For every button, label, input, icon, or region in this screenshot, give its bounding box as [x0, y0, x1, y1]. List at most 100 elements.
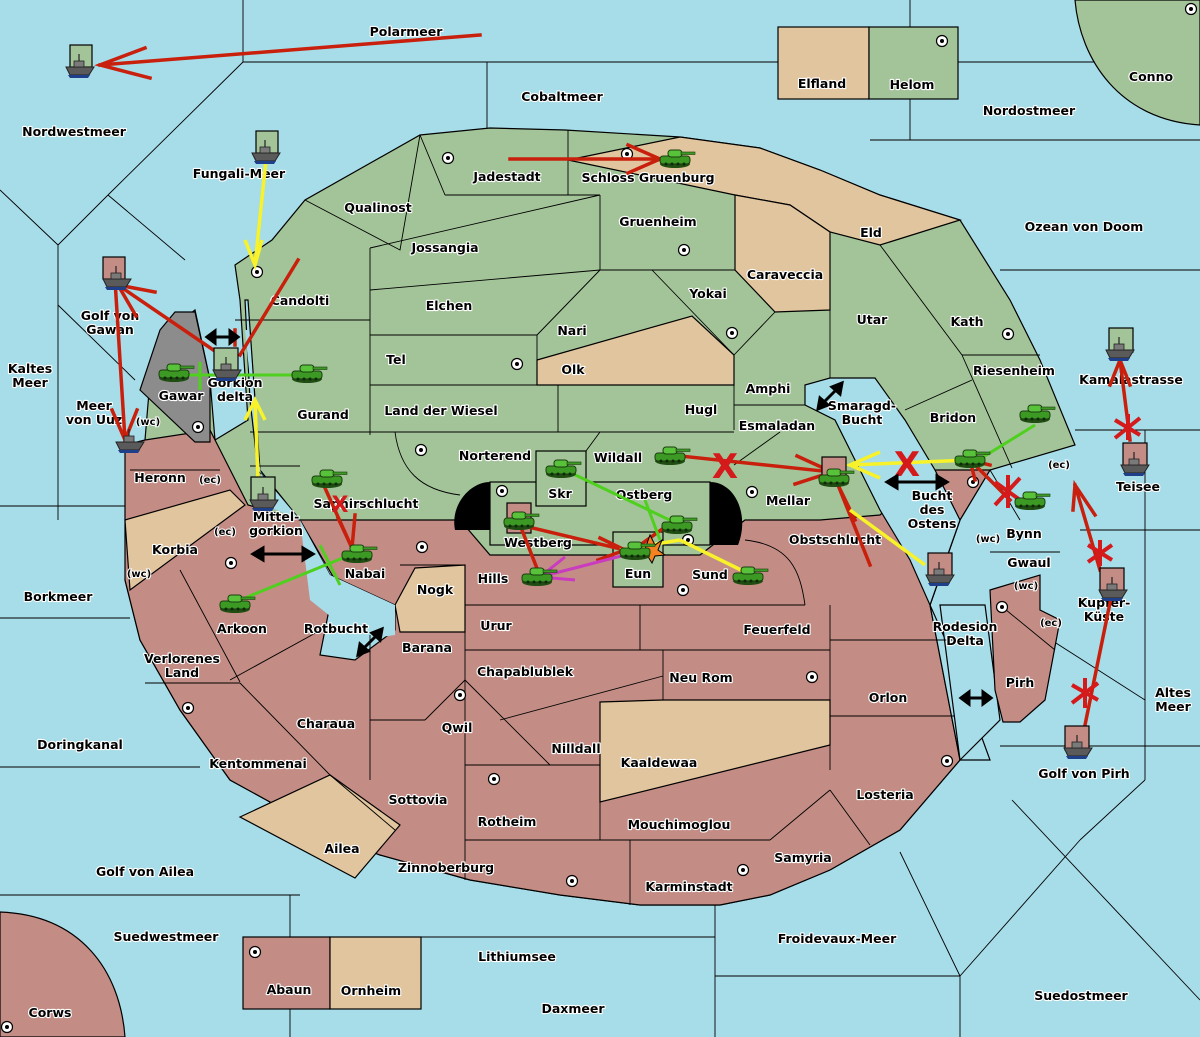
- sea-label-borkmeer: Borkmeer: [24, 589, 94, 604]
- region-label-teisee: Teisee: [1116, 479, 1160, 494]
- sea-label-gorkion-line: delta: [217, 389, 253, 404]
- oval-cap-east: [710, 482, 743, 545]
- supply-center-icon: [995, 600, 1009, 614]
- region-label-olk: Olk: [561, 362, 585, 377]
- region-label-tel: Tel: [386, 352, 406, 367]
- region-label-abaun: Abaun: [267, 982, 312, 997]
- region-label-kentommenai: Kentommenai: [209, 756, 307, 771]
- region-labels: PolarmeerCobaltmeerNordwestmeerNordostme…: [7, 23, 1193, 1021]
- move-order-arrow: [1082, 590, 1115, 728]
- region-label-mellar: Mellar: [766, 493, 811, 508]
- sea-label-altes-line: Altes: [1155, 685, 1191, 700]
- sea-label-bucht-ostens-line: Ostens: [908, 516, 957, 531]
- sea-label-kamalastrasse: Kamalastrasse: [1079, 372, 1183, 387]
- region-label-samyria: Samyria: [774, 850, 832, 865]
- region-label-verlorenes-land-line: Land: [165, 665, 199, 680]
- coast-marker: (ec): [1040, 618, 1062, 629]
- region-label-westberg: Westberg: [504, 535, 572, 550]
- region-label-korbia: Korbia: [152, 542, 198, 557]
- region-label-arkoon: Arkoon: [217, 621, 267, 636]
- region-label-yokai: Yokai: [688, 286, 727, 301]
- sea-label-nordostmeer: Nordostmeer: [983, 103, 1076, 118]
- supply-center-icon: [736, 863, 750, 877]
- sea-gorkion-delta[interactable]: [210, 330, 395, 640]
- region-label-caraveccia: Caraveccia: [747, 267, 823, 282]
- support-order-line: [849, 458, 971, 467]
- orders-layer: X X X: [94, 33, 1142, 728]
- arrowhead-icon: [94, 45, 153, 81]
- supply-center-icon: [745, 485, 759, 499]
- two-way-arrow-icon: [250, 545, 316, 563]
- sea-label-altes-line: Meer: [1155, 699, 1191, 714]
- region-label-jadestadt: Jadestadt: [472, 169, 540, 184]
- supply-center-icon: [805, 670, 819, 684]
- region-label-eun: Eun: [625, 566, 651, 581]
- sea-label-kupferkueste-line: Küste: [1084, 609, 1124, 624]
- supply-center-icon: [1184, 2, 1198, 16]
- sea-label-bucht-ostens-line: des: [920, 502, 945, 517]
- coast-marker: (wc): [136, 417, 160, 428]
- region-label-eld: Eld: [860, 225, 882, 240]
- dislodged-marker-icon: [993, 475, 1022, 508]
- sea-label-golf-gawan-line: Gawan: [86, 322, 134, 337]
- region-label-riesenheim: Riesenheim: [973, 363, 1055, 378]
- region-label-charaua: Charaua: [297, 716, 355, 731]
- supply-center-icon: [935, 34, 949, 48]
- support-order-line: [253, 159, 268, 266]
- arrowhead-icon: [243, 239, 264, 271]
- region-label-nogk: Nogk: [417, 582, 454, 597]
- dislodged-marker-icon: [1070, 678, 1100, 708]
- failed-order-marker: X: [332, 493, 349, 518]
- sea-label-golf-gawan-line: Golf von: [81, 308, 140, 323]
- region-label-karminstadt: Karminstadt: [645, 879, 732, 894]
- region-label-zinnoberburg: Zinnoberburg: [398, 860, 494, 875]
- diagonal-arrow-icon: [816, 380, 844, 412]
- region-korbia[interactable]: [124, 489, 246, 592]
- sea-label-lithiumsee: Lithiumsee: [478, 949, 556, 964]
- supply-center-icon: [224, 556, 238, 570]
- arrowhead-icon: [243, 396, 267, 421]
- region-corws[interactable]: [0, 911, 126, 1037]
- sea-label-polarmeer: Polarmeer: [370, 24, 444, 39]
- army-unit-icon: [1014, 491, 1051, 511]
- move-order-arrow: [517, 522, 628, 553]
- region-label-sund: Sund: [692, 567, 728, 582]
- sea-label-rodesion-line: Delta: [946, 633, 984, 648]
- support-order-line: [679, 538, 746, 574]
- region-pirh[interactable]: [989, 574, 1061, 723]
- supply-center-icon: [0, 1020, 14, 1034]
- region-ornheim[interactable]: [329, 936, 422, 1010]
- sea-label-golf-ailea: Golf von Ailea: [96, 864, 194, 879]
- region-label-gruenheim: Gruenheim: [619, 214, 696, 229]
- region-label-elfland: Elfland: [798, 76, 846, 91]
- sea-label-froidevaux: Froidevaux-Meer: [778, 931, 897, 946]
- failed-order-marker: X: [712, 447, 738, 487]
- coast-marker: (ec): [214, 527, 236, 538]
- move-order-arrow: [237, 257, 301, 358]
- sea-label-daxmeer: Daxmeer: [541, 1001, 605, 1016]
- supply-center-icon: [565, 874, 579, 888]
- sea-label-suedostmeer: Suedostmeer: [1034, 988, 1128, 1003]
- sea-smaragd-bucht[interactable]: [804, 377, 991, 761]
- region-label-ailea: Ailea: [324, 841, 359, 856]
- region-label-sottovia: Sottovia: [389, 792, 448, 807]
- sea-label-uuz-line: Meer: [76, 398, 112, 413]
- region-label-helom: Helom: [890, 77, 935, 92]
- coast-marker: (wc): [127, 569, 151, 580]
- region-label-ostberg: Ostberg: [616, 487, 673, 502]
- sea-label-golf-pirh: Golf von Pirh: [1038, 766, 1129, 781]
- region-label-neu-rom: Neu Rom: [669, 670, 732, 685]
- supply-center-icon: [725, 326, 739, 340]
- sea-label-bucht-ostens-line: Bucht: [912, 488, 953, 503]
- sea-label-nordwestmeer: Nordwestmeer: [22, 124, 127, 139]
- region-conno[interactable]: [1074, 0, 1200, 126]
- region-label-elchen: Elchen: [426, 298, 473, 313]
- sea-label-smaragd-line: Smaragd-: [828, 398, 896, 413]
- region-label-bridon: Bridon: [930, 410, 976, 425]
- support-order-line: [848, 508, 927, 567]
- coast-marker: (ec): [199, 475, 221, 486]
- sea-rodesion-delta[interactable]: [939, 604, 1001, 762]
- region-label-urur: Urur: [480, 618, 512, 633]
- sea-label-doringkanal: Doringkanal: [37, 737, 123, 752]
